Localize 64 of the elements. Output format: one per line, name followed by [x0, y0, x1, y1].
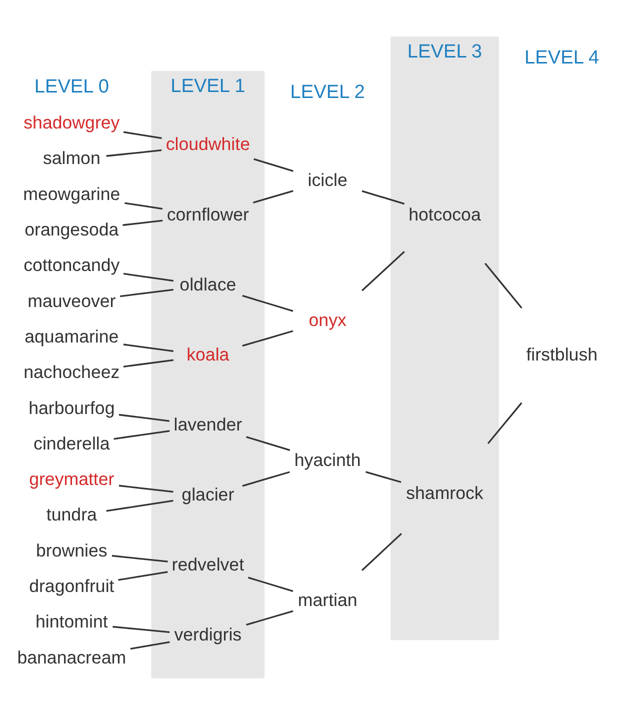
connector: [112, 626, 170, 633]
connector: [246, 610, 294, 626]
connector: [106, 500, 174, 512]
node-text: greymatter: [29, 469, 114, 490]
connector: [112, 554, 168, 562]
connector: [252, 190, 294, 204]
node-text: onyx: [308, 310, 346, 330]
node-text: hotcocoa: [408, 204, 481, 224]
node-text: harbourfog: [28, 398, 115, 418]
node-text: redvelvet: [172, 554, 244, 574]
label: LEVEL 4: [524, 47, 600, 68]
node-text: lavender: [174, 414, 242, 434]
connector: [118, 484, 174, 493]
connector: [123, 272, 174, 282]
node-text: dragonfruit: [29, 576, 114, 596]
connector: [246, 436, 290, 451]
node-text: orangesoda: [24, 220, 119, 240]
node-text: hintomint: [36, 612, 108, 632]
connector: [361, 251, 405, 292]
connector: [120, 288, 174, 298]
connector: [254, 158, 294, 172]
connector: [123, 359, 174, 368]
node-text: mauveover: [28, 290, 116, 311]
connector: [487, 402, 522, 444]
node-text: firstblush: [526, 344, 598, 364]
connector: [242, 330, 294, 347]
node-text: icicle: [308, 170, 348, 190]
node-text: shadowgrey: [24, 112, 120, 133]
node-text: oldlace: [180, 274, 236, 294]
label: LEVEL 2: [290, 82, 365, 103]
connector: [362, 190, 405, 205]
node-text: martian: [298, 590, 358, 610]
connector: [484, 262, 522, 309]
node-text: bananacream: [17, 647, 126, 668]
connector: [123, 344, 174, 352]
node-text: nachocheez: [24, 362, 120, 382]
connector: [118, 571, 168, 581]
node-text: brownies: [36, 540, 108, 560]
node-text: koala: [186, 344, 230, 364]
node-text: cinderella: [34, 433, 110, 454]
connector: [248, 576, 294, 592]
node-text: cottoncandy: [24, 255, 120, 276]
node-text: aquamarine: [24, 326, 119, 346]
connector: [122, 220, 163, 226]
connector: [242, 294, 294, 312]
label: LEVEL 0: [34, 76, 109, 98]
node-text: meowgarine: [23, 184, 120, 204]
node-text: salmon: [42, 148, 100, 168]
node-text: cloudwhite: [166, 134, 250, 154]
node-text: tundra: [46, 504, 97, 525]
connector: [114, 430, 170, 440]
connector: [361, 533, 402, 571]
connector: [118, 414, 170, 422]
node-text: hyacinth: [294, 450, 361, 470]
node-text: verdigris: [174, 624, 242, 644]
node-text: shamrock: [406, 483, 484, 504]
connector: [124, 202, 163, 210]
node-text: glacier: [182, 484, 234, 504]
connector: [130, 641, 170, 650]
node-text: cornflower: [166, 204, 249, 224]
connector: [242, 471, 290, 487]
connector: [366, 471, 402, 483]
connector: [106, 149, 162, 157]
connector: [123, 131, 162, 140]
